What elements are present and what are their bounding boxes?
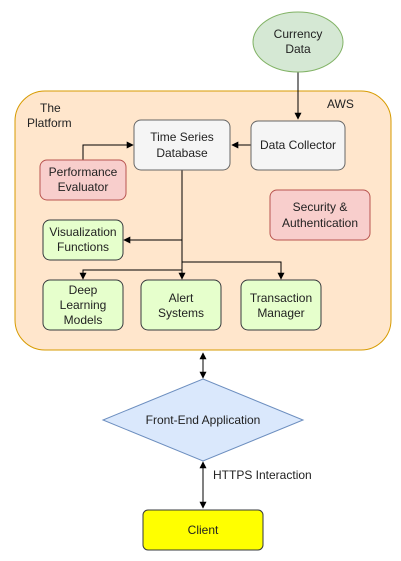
currency-data-line1: Currency — [274, 27, 323, 41]
node-security-authentication: Security & Authentication — [269, 189, 371, 241]
front-end-label: Front-End Application — [146, 413, 261, 427]
time-series-line1: Time Series — [150, 130, 214, 144]
visualization-line1: Visualization — [49, 225, 116, 239]
visualization-line2: Functions — [57, 240, 109, 254]
node-currency-data: Currency Data — [252, 11, 344, 73]
aws-label: AWS — [327, 97, 354, 111]
client-label: Client — [188, 523, 219, 537]
data-collector-label: Data Collector — [260, 138, 336, 152]
node-visualization-functions: Visualization Functions — [42, 219, 124, 261]
node-data-collector: Data Collector — [250, 120, 346, 171]
node-transaction-manager: Transaction Manager — [240, 279, 322, 331]
https-interaction-label: HTTPS Interaction — [213, 468, 312, 482]
platform-title-line1: The — [40, 101, 61, 115]
edge-db-to-deep-learning — [79, 269, 182, 280]
deep-learning-line2: Learning — [60, 298, 107, 312]
alert-systems-line1: Alert — [169, 291, 194, 305]
edge-db-to-transaction — [182, 261, 285, 280]
node-time-series-database: Time Series Database — [133, 119, 231, 171]
time-series-line2: Database — [156, 146, 208, 160]
security-line2: Authentication — [282, 216, 358, 230]
performance-evaluator-line1: Performance — [49, 165, 118, 179]
deep-learning-line3: Models — [64, 313, 103, 327]
deep-learning-line1: Deep — [69, 283, 98, 297]
platform-title-line2: Platform — [27, 116, 72, 130]
node-deep-learning-models: Deep Learning Models — [42, 279, 124, 331]
alert-systems-line2: Systems — [158, 306, 204, 320]
transaction-manager-line1: Transaction — [250, 291, 312, 305]
node-performance-evaluator: Performance Evaluator — [39, 159, 127, 201]
currency-data-line2: Data — [285, 42, 311, 56]
performance-evaluator-line2: Evaluator — [58, 180, 109, 194]
security-line1: Security & — [293, 200, 348, 214]
node-alert-systems: Alert Systems — [140, 279, 222, 331]
node-client: Client — [142, 509, 264, 551]
node-front-end-application: Front-End Application — [101, 378, 305, 462]
edge-evaluator-to-db — [82, 141, 134, 160]
transaction-manager-line2: Manager — [257, 306, 304, 320]
edges — [79, 72, 302, 509]
